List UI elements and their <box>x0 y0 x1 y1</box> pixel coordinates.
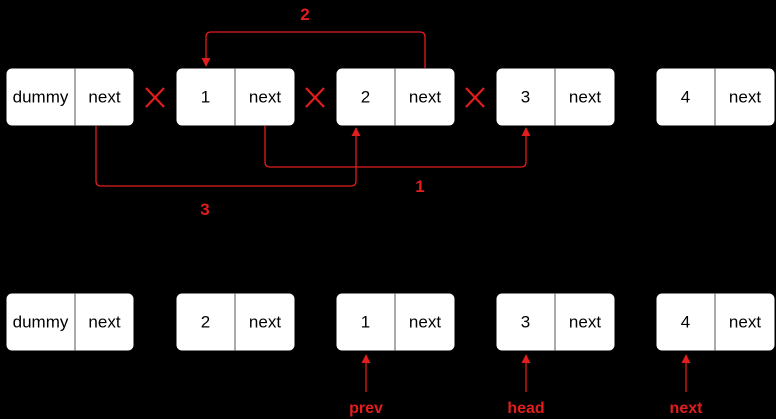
step-1-label: 1 <box>415 177 424 196</box>
node-value: 1 <box>361 312 370 331</box>
node-next-label: next <box>729 312 761 331</box>
top-node-dummy: dummy next <box>5 67 135 127</box>
node-value: dummy <box>13 312 69 331</box>
node-value: 2 <box>201 312 210 331</box>
step-2-arrow <box>201 31 426 68</box>
node-next-label: next <box>729 87 761 106</box>
top-node-4: 4 next <box>655 67 776 127</box>
bottom-node-2: 2 next <box>175 292 296 352</box>
top-node-3: 3 next <box>495 67 616 127</box>
pointer-head-label: head <box>507 400 544 417</box>
node-value: dummy <box>13 87 69 106</box>
pointer-prev-label: prev <box>349 400 383 417</box>
cross-icon <box>465 87 485 108</box>
node-value: 3 <box>521 312 530 331</box>
pointer-next: next <box>670 354 704 417</box>
cross-icon <box>145 87 165 108</box>
bottom-node-4: 4 next <box>655 292 776 352</box>
node-next-label: next <box>409 312 441 331</box>
step-3-arrow <box>95 126 361 187</box>
pointer-prev: prev <box>349 354 383 417</box>
pointer-next-label: next <box>670 400 704 417</box>
node-next-label: next <box>569 312 601 331</box>
pointer-head: head <box>507 354 545 417</box>
node-next-label: next <box>88 312 120 331</box>
node-value: 3 <box>521 87 530 106</box>
node-value: 2 <box>361 87 370 106</box>
step-2-label: 2 <box>300 5 309 24</box>
bottom-row: dummy next 2 next 1 next 3 next 4 next <box>5 292 776 417</box>
node-value: 4 <box>681 312 690 331</box>
top-node-1: 1 next <box>175 67 296 127</box>
node-next-label: next <box>249 312 281 331</box>
top-row: dummy next 1 next 2 next 3 next 4 next <box>5 5 776 219</box>
bottom-node-1: 1 next <box>335 292 456 352</box>
node-next-label: next <box>409 87 441 106</box>
node-value: 4 <box>681 87 690 106</box>
cross-icon <box>305 87 325 108</box>
bottom-node-dummy: dummy next <box>5 292 135 352</box>
node-value: 1 <box>201 87 210 106</box>
top-node-2: 2 next <box>335 67 456 127</box>
node-next-label: next <box>569 87 601 106</box>
bottom-node-3: 3 next <box>495 292 616 352</box>
step-3-label: 3 <box>200 200 209 219</box>
node-next-label: next <box>88 87 120 106</box>
step-1-arrow <box>264 126 531 168</box>
node-next-label: next <box>249 87 281 106</box>
